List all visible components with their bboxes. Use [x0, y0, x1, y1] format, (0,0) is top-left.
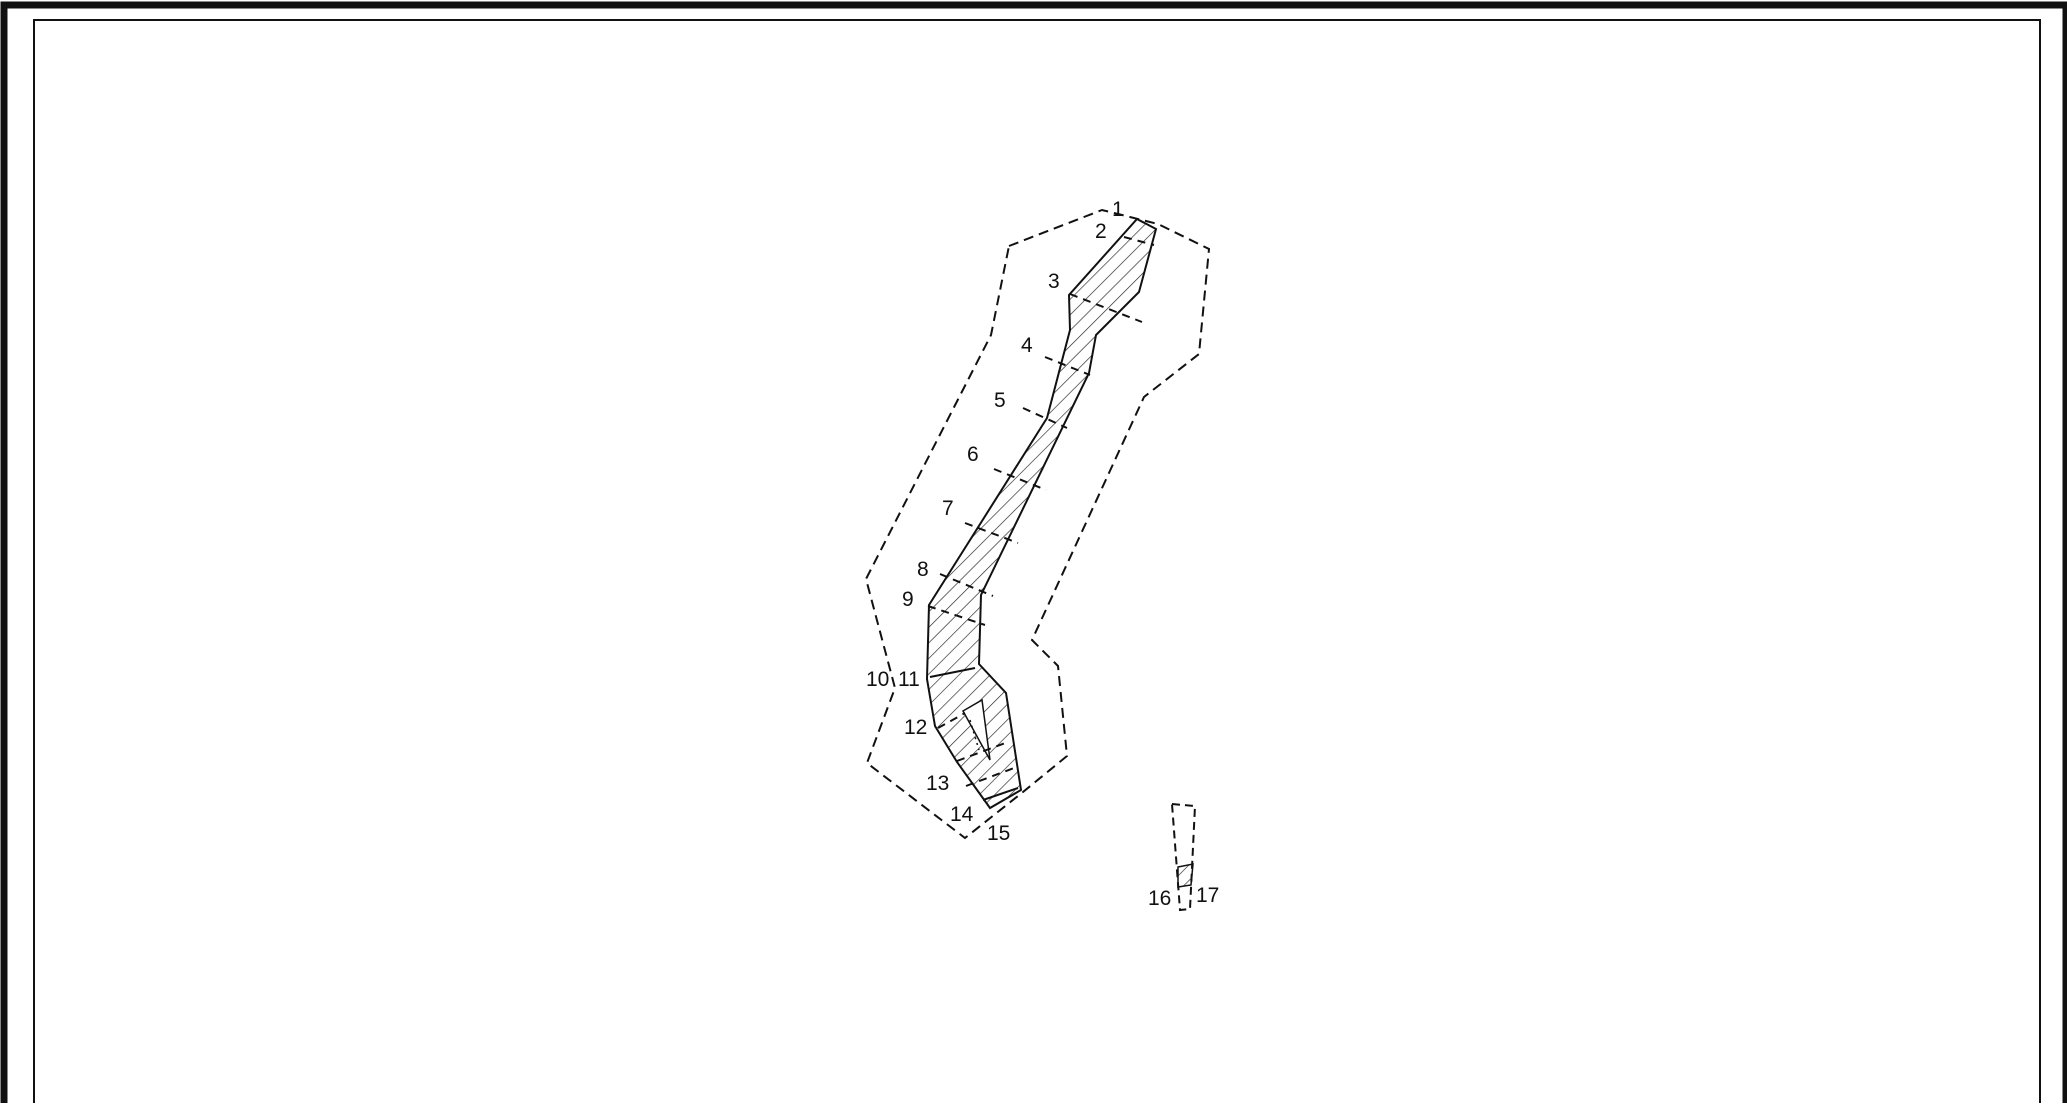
- detached-parcel-hatched: [1177, 863, 1194, 888]
- section-label: 8: [917, 558, 929, 581]
- section-label: 5: [994, 389, 1006, 412]
- section-cut-line: [965, 767, 1015, 787]
- section-cut-line: [993, 468, 1047, 491]
- section-label: 17: [1196, 884, 1219, 907]
- section-cut-line: [956, 741, 1009, 762]
- section-label: 10: [866, 668, 889, 691]
- buffer-boundary: [864, 208, 1211, 840]
- section-label: 11: [898, 668, 920, 691]
- section-label: 3: [1048, 270, 1060, 293]
- section-label: 13: [926, 772, 949, 795]
- section-label: 2: [1095, 220, 1107, 243]
- section-cut-line: [964, 522, 1019, 544]
- section-label: 12: [904, 716, 927, 739]
- section-label: 9: [902, 588, 914, 611]
- section-cut-lines: [927, 236, 1155, 787]
- section-labels: 1 2 3 4 5 6 7 8 9 10 11 12 13 14 15 16 1…: [866, 198, 1219, 910]
- section-cut-line: [939, 573, 994, 597]
- section-label: 14: [950, 803, 974, 826]
- section-cut-line: [937, 712, 966, 729]
- section-line-solid: [929, 667, 976, 678]
- section-cut-line: [927, 605, 986, 626]
- section-cut-line: [1123, 236, 1155, 246]
- section-label: 4: [1021, 334, 1033, 357]
- inner-void: [961, 698, 991, 761]
- sheet-frame-inner: [33, 19, 2041, 1108]
- hatched-strip: [925, 217, 1158, 810]
- section-line-solid: [982, 787, 1019, 801]
- section-label: 15: [987, 822, 1010, 845]
- section-label: 16: [1148, 887, 1171, 910]
- section-label: 1: [1112, 198, 1124, 221]
- section-label: 6: [967, 443, 979, 466]
- section-label: 7: [942, 497, 954, 520]
- detached-parcel-boundary: [1170, 802, 1197, 912]
